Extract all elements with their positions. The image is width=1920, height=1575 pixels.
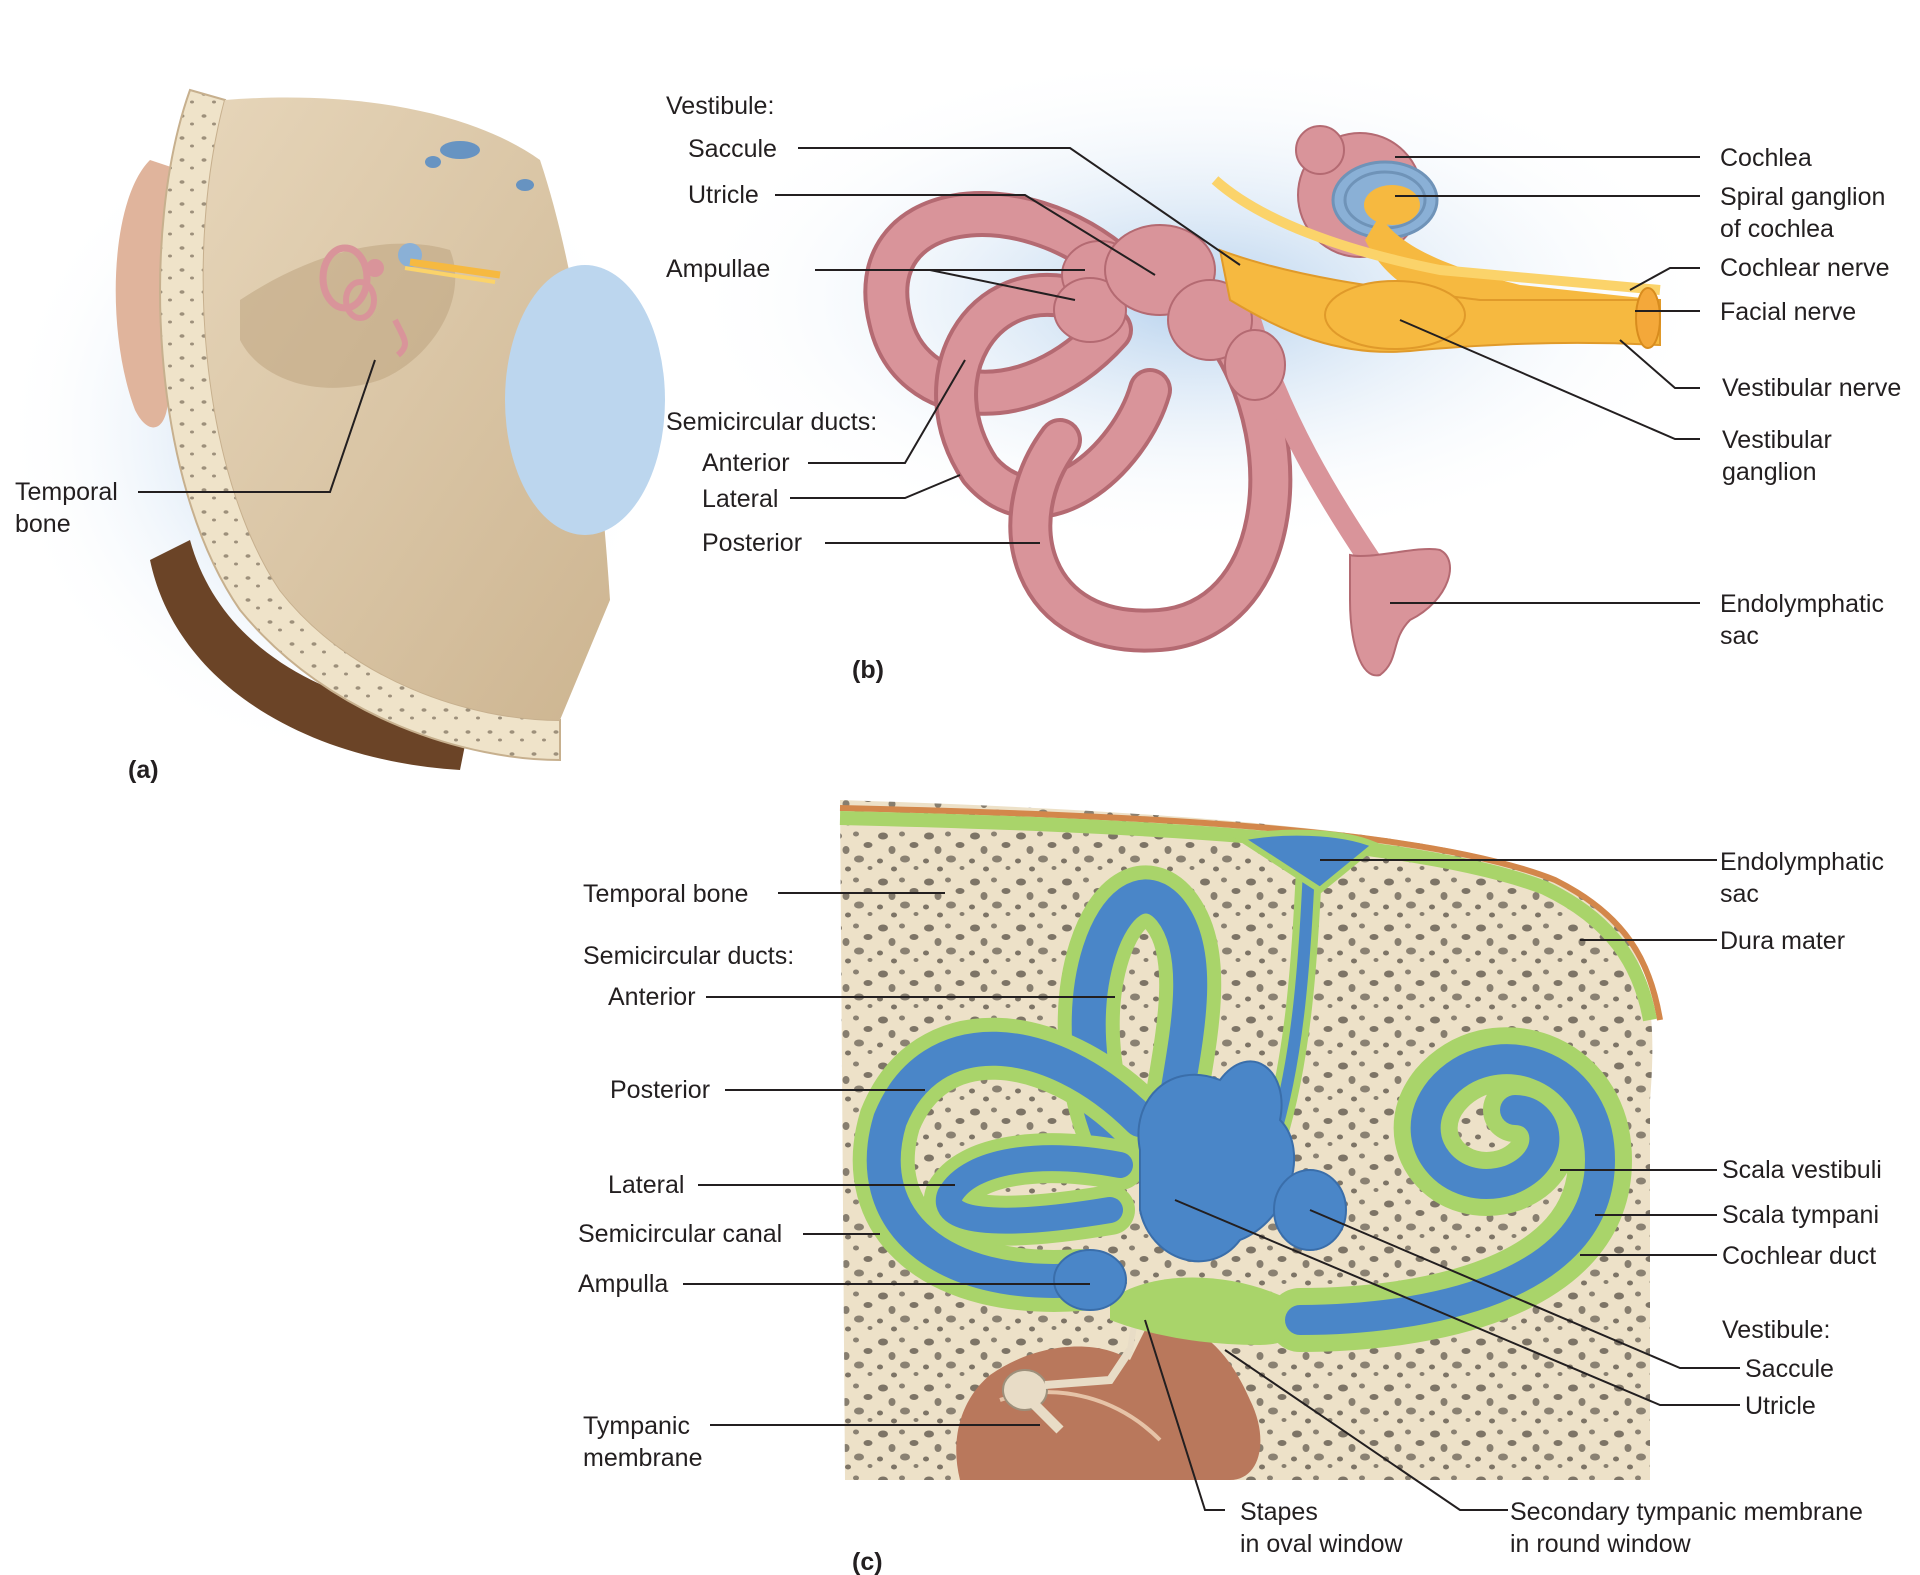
label-b-saccule: Saccule bbox=[688, 135, 777, 163]
panel-a-letter: (a) bbox=[128, 756, 159, 784]
label-b-vestibule-heading: Vestibule: bbox=[666, 92, 774, 120]
label-b-vestibular-ganglion-line2: ganglion bbox=[1722, 458, 1817, 486]
label-c-semicircular-ducts-heading: Semicircular ducts: bbox=[583, 942, 794, 970]
label-b-posterior: Posterior bbox=[702, 529, 802, 557]
label-c-stapes-line1: Stapes bbox=[1240, 1498, 1318, 1526]
cochlea bbox=[1295, 125, 1439, 258]
label-c-ampulla: Ampulla bbox=[578, 1270, 668, 1298]
label-c-saccule: Saccule bbox=[1745, 1355, 1834, 1383]
label-c-anterior: Anterior bbox=[608, 983, 696, 1011]
label-c-tympanic-membrane-line2: membrane bbox=[583, 1444, 703, 1472]
label-b-endolymphatic-sac-line1: Endolymphatic bbox=[1720, 590, 1884, 618]
label-c-endolymphatic-sac-line2: sac bbox=[1720, 880, 1759, 908]
label-b-cochlear-nerve: Cochlear nerve bbox=[1720, 254, 1890, 282]
label-b-cochlea: Cochlea bbox=[1720, 144, 1812, 172]
label-a-temporal-bone-line1: Temporal bbox=[15, 478, 118, 506]
panel-a-illustration bbox=[0, 88, 665, 770]
label-c-endolymphatic-sac-line1: Endolymphatic bbox=[1720, 848, 1884, 876]
panel-c-letter: (c) bbox=[852, 1548, 883, 1575]
panel-b-letter: (b) bbox=[852, 656, 884, 684]
label-b-anterior: Anterior bbox=[702, 449, 790, 477]
label-b-semicircular-ducts-heading: Semicircular ducts: bbox=[666, 408, 877, 436]
panel-b-leaders bbox=[775, 147, 1700, 604]
label-b-utricle: Utricle bbox=[688, 181, 759, 209]
label-b-vestibular-nerve: Vestibular nerve bbox=[1722, 374, 1901, 402]
label-c-cochlear-duct: Cochlear duct bbox=[1722, 1242, 1876, 1270]
label-c-semicircular-canal: Semicircular canal bbox=[578, 1220, 782, 1248]
panel-c-illustration bbox=[839, 800, 1663, 1480]
label-c-tympanic-membrane-line1: Tympanic bbox=[583, 1412, 690, 1440]
label-a-temporal-bone-line2: bone bbox=[15, 510, 71, 538]
label-c-stapes-line2: in oval window bbox=[1240, 1530, 1404, 1558]
panel-b-illustration bbox=[680, 50, 1720, 677]
label-b-vestibular-ganglion-line1: Vestibular bbox=[1722, 426, 1832, 454]
label-b-endolymphatic-sac-line2: sac bbox=[1720, 622, 1759, 650]
label-c-scala-tympani: Scala tympani bbox=[1722, 1201, 1879, 1229]
label-c-dura-mater: Dura mater bbox=[1720, 927, 1845, 955]
label-c-lateral: Lateral bbox=[608, 1171, 684, 1199]
label-c-temporal-bone: Temporal bone bbox=[583, 880, 748, 908]
label-c-utricle: Utricle bbox=[1745, 1392, 1816, 1420]
label-b-facial-nerve: Facial nerve bbox=[1720, 298, 1856, 326]
label-b-spiral-ganglion-line1: Spiral ganglion bbox=[1720, 183, 1885, 211]
label-c-posterior: Posterior bbox=[610, 1076, 710, 1104]
label-b-ampullae: Ampullae bbox=[666, 255, 770, 283]
label-b-lateral: Lateral bbox=[702, 485, 778, 513]
label-c-vestibule-heading: Vestibule: bbox=[1722, 1316, 1830, 1344]
panel-c-leaders bbox=[683, 859, 1740, 1511]
label-b-spiral-ganglion-line2: of cochlea bbox=[1720, 215, 1834, 243]
label-c-secondary-tympanic-membrane-line2: in round window bbox=[1510, 1530, 1692, 1558]
label-c-scala-vestibuli: Scala vestibuli bbox=[1722, 1156, 1882, 1184]
leader-a-temporal-bone bbox=[138, 359, 376, 493]
label-c-secondary-tympanic-membrane-line1: Secondary tympanic membrane bbox=[1510, 1498, 1863, 1526]
panel-a-inner-ear bbox=[319, 243, 501, 358]
ossicles bbox=[1002, 1319, 1138, 1434]
